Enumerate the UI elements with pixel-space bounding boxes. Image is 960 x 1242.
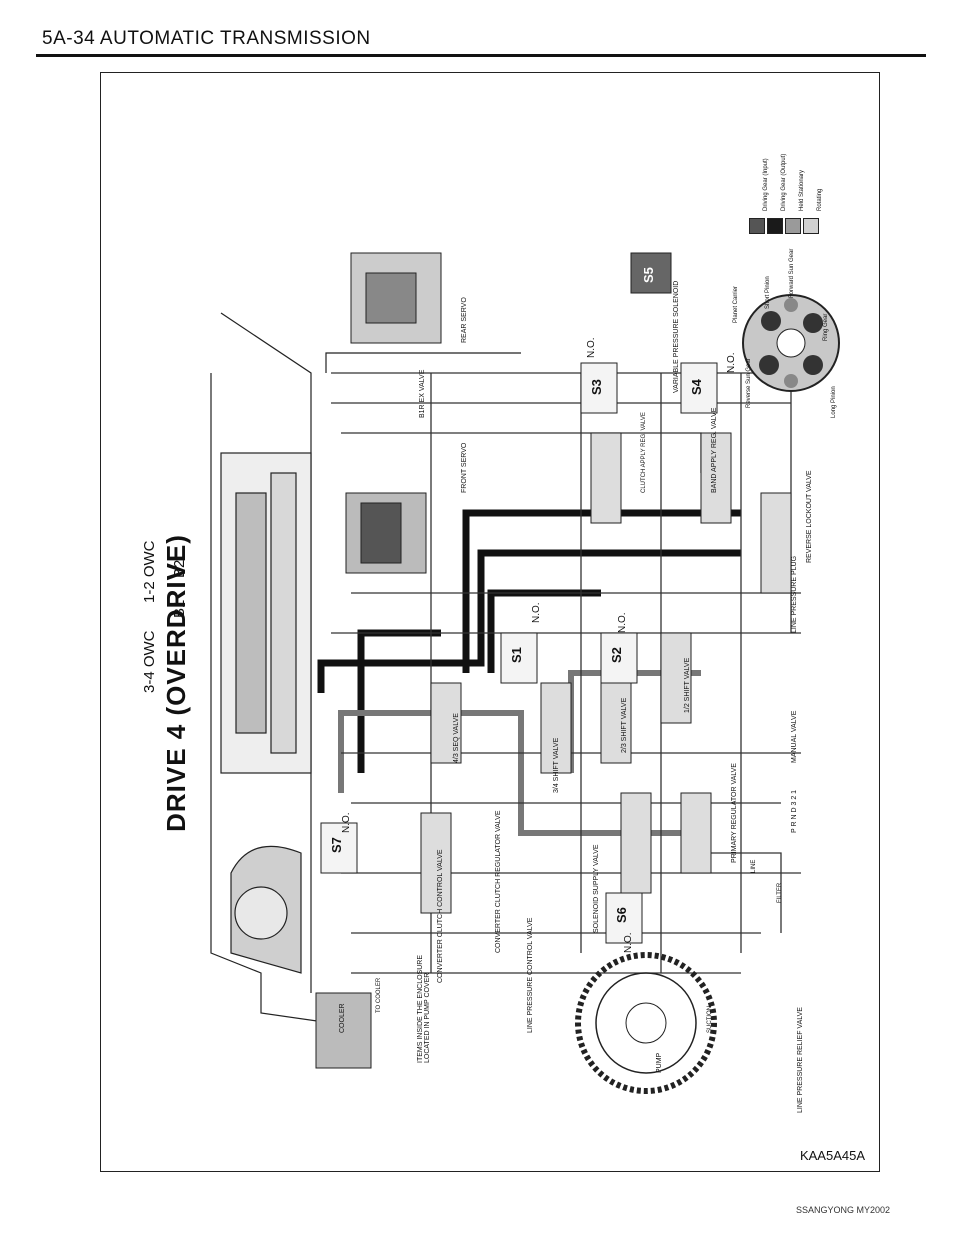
pump-gear: [575, 952, 717, 1094]
label-2-3-shift-valve: 2/3 SHIFT VALVE: [621, 697, 628, 753]
label-cooler: COOLER: [339, 1003, 346, 1033]
label-pump: PUMP: [656, 1052, 663, 1073]
label-long-pinion: Long Pinion: [831, 386, 837, 418]
page-title: 5A-34 AUTOMATIC TRANSMISSION: [42, 28, 371, 49]
label-ring-gear: Ring Gear: [823, 313, 829, 341]
label-no-s1: N.O.: [531, 602, 542, 623]
label-b2: B2: [171, 559, 188, 578]
legend-label: Driving Gear (Output): [781, 153, 787, 211]
legend-label: Driving Gear (Input): [763, 158, 769, 211]
label-primary-regulator-valve: PRIMARY REGULATOR VALVE: [731, 763, 738, 863]
legend-swatch: [749, 218, 765, 234]
page-header: 5A-34 AUTOMATIC TRANSMISSION: [36, 22, 926, 57]
label-s1: S1: [509, 647, 524, 663]
valve-bodies: [420, 432, 792, 914]
label-line: LINE: [751, 859, 757, 873]
legend-label: Rotating: [817, 188, 823, 211]
label-cc-regulator-valve: CONVERTER CLUTCH REGULATOR VALVE: [495, 810, 502, 954]
label-s2: S2: [609, 647, 624, 663]
label-s4: S4: [689, 379, 704, 395]
label-s3: S3: [589, 379, 604, 395]
label-1-2-owc: 1-2 OWC: [141, 540, 158, 603]
label-4-3-seq-valve: 4/3 SEQ VALVE: [453, 713, 460, 763]
label-3-4-owc: 3-4 OWC: [141, 630, 158, 693]
label-no-s7: N.O.: [341, 812, 352, 833]
label-cc-control-valve: CONVERTER CLUTCH CONTROL VALVE: [437, 849, 444, 983]
label-reverse-lockout-valve: REVERSE LOCKOUT VALVE: [806, 470, 813, 563]
label-band-apply-reg-valve: BAND APPLY REG. VALVE: [711, 407, 718, 493]
label-no-s4: N.O.: [726, 352, 737, 373]
label-no-s3: N.O.: [586, 337, 597, 358]
label-planet-carrier: Planet Carrier: [733, 285, 739, 323]
label-line-pressure-relief-valve: LINE PRESSURE RELIEF VALVE: [797, 1007, 804, 1113]
label-line-pressure-control-valve: LINE PRESSURE CONTROL VALVE: [527, 917, 534, 1033]
legend-swatch: [767, 218, 783, 234]
label-reverse-sun-gear: Reverse Sun Gear: [746, 358, 752, 408]
label-b1: B1: [171, 599, 188, 618]
label-manual-positions: P R N D 3 2 1: [791, 789, 798, 833]
label-s7: S7: [329, 837, 344, 853]
label-clutch-apply-reg-valve: CLUTCH APPLY REG. VALVE: [641, 412, 647, 493]
label-b1r-ex-valve: B1R EX VALVE: [419, 369, 426, 418]
label-manual-valve: MANUAL VALVE: [791, 710, 798, 763]
page-footer: SSANGYONG MY2002: [795, 1205, 890, 1215]
legend-label: Held Stationary: [799, 169, 805, 211]
label-s5: S5: [641, 267, 656, 283]
label-short-pinion: Short Pinion: [765, 276, 771, 309]
hydraulic-circuit-diagram: [210, 252, 840, 1094]
label-1-2-shift-valve: 1/2 SHIFT VALVE: [684, 657, 691, 713]
label-front-servo: FRONT SERVO: [461, 442, 468, 493]
label-items-inside-enclosure: ITEMS INSIDE THE ENCLOSURE LOCATED IN PU…: [417, 954, 431, 1063]
label-rear-servo: REAR SERVO: [461, 297, 468, 343]
label-3-4-shift-valve: 3/4 SHIFT VALVE: [553, 737, 560, 793]
label-solenoid-supply-valve: SOLENOID SUPPLY VALVE: [593, 844, 600, 933]
label-line-pressure-plug: LINE PRESSURE PLUG: [791, 555, 798, 633]
solenoid-bodies: [320, 252, 718, 944]
diagram-frame: DRIVE 4 (OVERDRIVE) 3-4 OWC B1 1-2 OWC B…: [100, 72, 880, 1172]
cooler-body: [315, 992, 372, 1069]
planetary-gear-set: [742, 294, 840, 392]
label-s6: S6: [614, 907, 629, 923]
legend-swatch: [785, 218, 801, 234]
label-forward-sun-gear: Forward Sun Gear: [789, 248, 795, 298]
label-suction: SUCTION: [707, 1006, 713, 1033]
header-rule: [36, 54, 926, 57]
label-filter: FILTER: [777, 882, 783, 903]
label-variable-pressure-solenoid: VARIABLE PRESSURE SOLENOID: [673, 280, 680, 393]
label-to-cooler: TO COOLER: [376, 977, 382, 1013]
transmission-case: [210, 312, 521, 1024]
diagram-id: KAA5A45A: [799, 1148, 865, 1163]
label-no-s6: N.O.: [623, 932, 634, 953]
label-no-s2: N.O.: [617, 612, 628, 633]
legend-swatch: [803, 218, 819, 234]
servo-group: [345, 252, 442, 574]
